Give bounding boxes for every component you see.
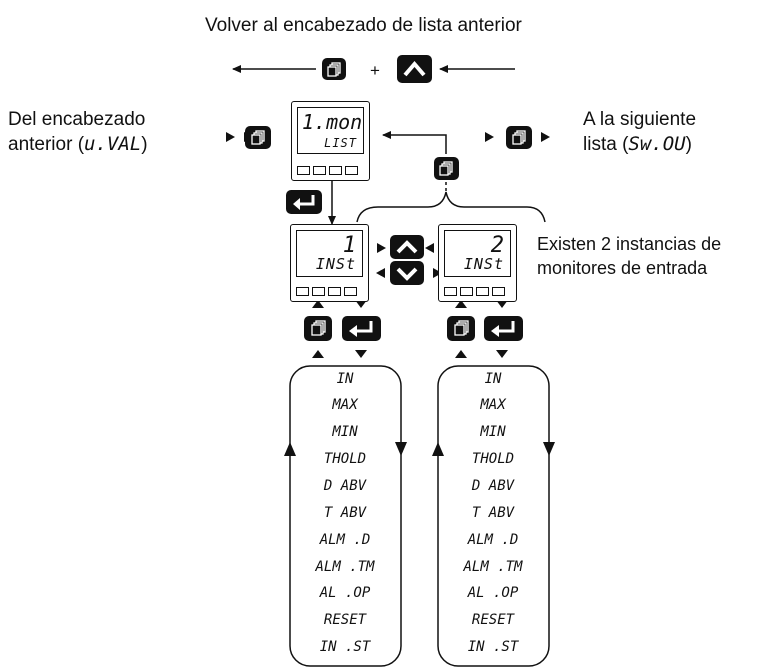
page-title: Volver al encabezado de lista anterior (205, 15, 522, 36)
page-key-left[interactable] (245, 126, 271, 149)
right-label-line1: A la siguiente (583, 109, 697, 130)
list-item: T ABV (471, 505, 515, 521)
left-label-line1: Del encabezado (8, 109, 146, 130)
main-display-top: 1.mon (302, 110, 363, 134)
page-key-right[interactable] (506, 126, 532, 149)
page-key-icon (327, 62, 341, 77)
page-key-icon (251, 130, 265, 145)
list-item: MAX (480, 397, 506, 413)
page-key-return[interactable] (434, 157, 459, 180)
instance-display-2: 2 INSt (438, 224, 517, 302)
page-key-icon (512, 130, 526, 145)
main-display: 1.mon LIST (291, 101, 370, 181)
list-item: D ABV (471, 478, 515, 494)
instance-display-2-bottom: INSt (463, 255, 504, 273)
page-key-icon (439, 161, 453, 176)
instance-display-1-buttons (296, 287, 357, 296)
down-arrow-key-icon (396, 267, 418, 281)
list-item: THOLD (471, 451, 515, 467)
instance-display-1-bottom: INSt (315, 255, 356, 273)
main-display-screen: 1.mon LIST (297, 107, 364, 154)
list-item: IN (336, 371, 354, 387)
enter-key-instance-2[interactable] (484, 316, 523, 341)
up-key-button[interactable] (397, 55, 432, 83)
list-item: T ABV (323, 505, 367, 521)
list-item: AL .OP (319, 585, 371, 601)
instances-note-line1: Existen 2 instancias de (537, 234, 722, 254)
list-item: ALM .D (467, 532, 519, 548)
page-key-instance-1[interactable] (304, 316, 332, 341)
left-label-line2: anterior (u.VAL) (8, 133, 148, 155)
instance-display-1-top: 1 (342, 233, 356, 258)
up-arrow-key-icon (396, 240, 418, 254)
list-item: RESET (323, 612, 367, 628)
parameter-list-1: IN MAX MIN THOLD D ABV T ABV ALM .D ALM … (295, 368, 395, 664)
page-key-button[interactable] (322, 58, 346, 80)
list-item: D ABV (323, 478, 367, 494)
list-item: MAX (332, 397, 358, 413)
instances-note-line2: monitores de entrada (537, 258, 708, 278)
page-key-icon (454, 320, 469, 336)
list-item: AL .OP (467, 585, 519, 601)
enter-key-icon (293, 195, 315, 210)
next-list-code: Sw.OU (628, 133, 686, 155)
main-display-buttons (297, 166, 358, 175)
main-display-bottom: LIST (324, 136, 357, 150)
enter-key-instance-1[interactable] (342, 316, 381, 341)
page-key-icon (311, 320, 326, 336)
enter-key-icon (491, 321, 515, 337)
list-item: MIN (480, 424, 506, 440)
plus-sign: + (370, 61, 380, 80)
list-item: IN .ST (467, 639, 519, 655)
instance-display-2-top: 2 (490, 233, 504, 258)
enter-key-main[interactable] (286, 190, 322, 214)
previous-list-code: u.VAL (84, 133, 142, 155)
list-item: RESET (471, 612, 515, 628)
page-key-instance-2[interactable] (447, 316, 475, 341)
list-item: IN (484, 371, 502, 387)
right-label-line2: lista (Sw.OU) (583, 133, 692, 155)
list-item: THOLD (323, 451, 367, 467)
up-arrow-key-icon (403, 60, 426, 77)
list-item: ALM .TM (315, 559, 375, 575)
instance-display-1-screen: 1 INSt (296, 230, 363, 277)
list-item: ALM .TM (463, 559, 523, 575)
list-item: ALM .D (319, 532, 371, 548)
instance-display-2-buttons (444, 287, 505, 296)
down-key-middle[interactable] (390, 261, 424, 285)
enter-key-icon (349, 321, 373, 337)
parameter-list-2: IN MAX MIN THOLD D ABV T ABV ALM .D ALM … (443, 368, 543, 664)
list-item: IN .ST (319, 639, 371, 655)
list-item: MIN (332, 424, 358, 440)
instance-display-2-screen: 2 INSt (444, 230, 511, 277)
instance-display-1: 1 INSt (290, 224, 369, 302)
up-key-middle[interactable] (390, 235, 424, 259)
